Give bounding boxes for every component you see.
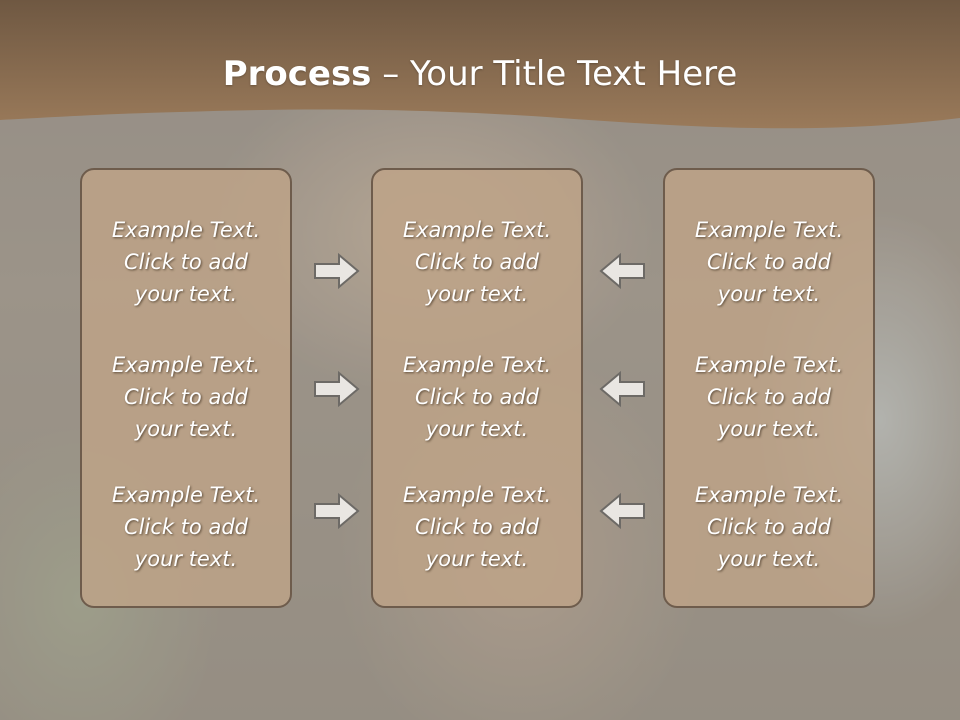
text-line: Example Text. bbox=[111, 218, 261, 242]
text-line: Click to add bbox=[706, 385, 831, 409]
text-line: Click to add bbox=[123, 385, 248, 409]
text-block[interactable]: Example Text. Click to add your text. bbox=[373, 214, 581, 310]
text-line: Example Text. bbox=[111, 483, 261, 507]
text-line: your text. bbox=[717, 547, 821, 571]
text-line: Click to add bbox=[414, 515, 539, 539]
text-line: Click to add bbox=[123, 515, 248, 539]
text-line: Click to add bbox=[706, 250, 831, 274]
process-box-right[interactable]: Example Text. Click to add your text. Ex… bbox=[663, 168, 875, 608]
text-block[interactable]: Example Text. Click to add your text. bbox=[82, 214, 290, 310]
text-line: your text. bbox=[134, 547, 238, 571]
arrow-right-icon[interactable] bbox=[313, 370, 361, 408]
text-line: your text. bbox=[425, 417, 529, 441]
arrow-left-icon[interactable] bbox=[598, 492, 646, 530]
process-box-center[interactable]: Example Text. Click to add your text. Ex… bbox=[371, 168, 583, 608]
text-line: Example Text. bbox=[111, 353, 261, 377]
arrow-left-icon[interactable] bbox=[598, 370, 646, 408]
title-bold: Process bbox=[222, 54, 372, 94]
text-block[interactable]: Example Text. Click to add your text. bbox=[373, 349, 581, 445]
arrow-right-icon[interactable] bbox=[313, 492, 361, 530]
text-line: Click to add bbox=[706, 515, 831, 539]
text-block[interactable]: Example Text. Click to add your text. bbox=[665, 479, 873, 575]
title-rest: – Your Title Text Here bbox=[371, 54, 738, 94]
text-line: your text. bbox=[717, 417, 821, 441]
arrow-left-icon[interactable] bbox=[598, 252, 646, 290]
text-line: Example Text. bbox=[694, 218, 844, 242]
text-block[interactable]: Example Text. Click to add your text. bbox=[665, 349, 873, 445]
text-line: Example Text. bbox=[694, 353, 844, 377]
text-block[interactable]: Example Text. Click to add your text. bbox=[82, 479, 290, 575]
text-line: your text. bbox=[134, 417, 238, 441]
text-line: Click to add bbox=[123, 250, 248, 274]
text-block[interactable]: Example Text. Click to add your text. bbox=[665, 214, 873, 310]
text-block[interactable]: Example Text. Click to add your text. bbox=[373, 479, 581, 575]
text-line: your text. bbox=[134, 282, 238, 306]
text-block[interactable]: Example Text. Click to add your text. bbox=[82, 349, 290, 445]
text-line: Example Text. bbox=[694, 483, 844, 507]
text-line: Click to add bbox=[414, 385, 539, 409]
text-line: Example Text. bbox=[402, 483, 552, 507]
header-band bbox=[0, 0, 960, 129]
text-line: your text. bbox=[425, 282, 529, 306]
slide-title[interactable]: Process – Your Title Text Here bbox=[0, 52, 960, 96]
text-line: your text. bbox=[717, 282, 821, 306]
text-line: Example Text. bbox=[402, 353, 552, 377]
process-box-left[interactable]: Example Text. Click to add your text. Ex… bbox=[80, 168, 292, 608]
arrow-right-icon[interactable] bbox=[313, 252, 361, 290]
text-line: Click to add bbox=[414, 250, 539, 274]
text-line: Example Text. bbox=[402, 218, 552, 242]
text-line: your text. bbox=[425, 547, 529, 571]
